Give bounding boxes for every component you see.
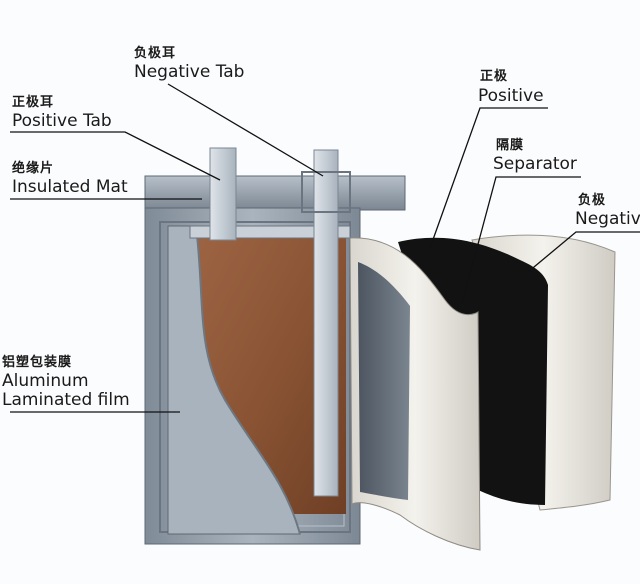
- separator-cn-label: 隔膜: [496, 138, 525, 153]
- leader-positive: [429, 107, 548, 249]
- positive-tab-cn-label: 正极耳: [12, 95, 55, 110]
- insulated-mat-cn-label: 绝缘片: [12, 161, 55, 176]
- positive-cn-label: 正极: [480, 69, 509, 84]
- peeled-layers: [349, 234, 616, 551]
- negative-tab-collar: [301, 171, 351, 213]
- insulated-mat-en-label: Insulated Mat: [12, 177, 128, 197]
- positive-sheet-inner: [358, 262, 410, 500]
- leader-separator: [461, 176, 581, 305]
- negative-tab: [313, 149, 339, 497]
- separator-en-label: Separator: [493, 154, 577, 174]
- negative-tab-cn-label: 负极耳: [134, 46, 177, 61]
- leader-lines: [10, 83, 640, 413]
- negative-tab-en-label: Negative Tab: [134, 62, 245, 82]
- aluminum-film-cn-label: 铝塑包装膜: [2, 355, 73, 370]
- leader-negative-tab: [167, 83, 324, 177]
- leader-positive-tab: [10, 131, 221, 181]
- peeled-film-edge: [195, 225, 301, 535]
- positive-tab-en-label: Positive Tab: [12, 111, 112, 131]
- aluminum-film-en-label-1: Aluminum: [2, 371, 89, 391]
- negative-cn-label: 负极: [578, 193, 607, 208]
- aluminum-film-en-label-2: Laminated film: [2, 390, 130, 410]
- positive-tab: [209, 147, 237, 241]
- positive-en-label: Positive: [478, 86, 544, 106]
- leader-negative: [527, 231, 640, 273]
- negative-en-label: Negative: [575, 209, 640, 229]
